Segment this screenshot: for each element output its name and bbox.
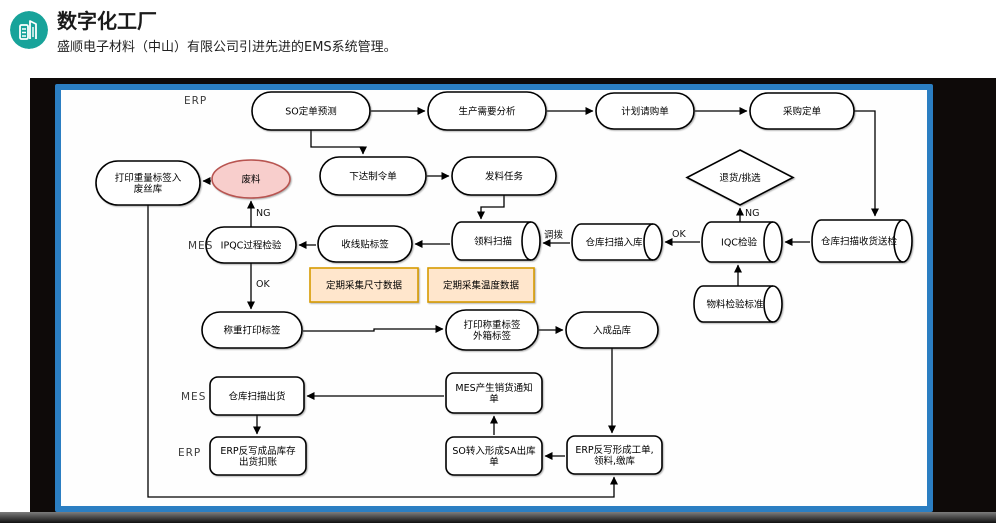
edge-label-inbound-to-req-scan: 调拨	[544, 229, 564, 241]
node-label-warehouse-scan-inbound: 仓库扫描入库	[585, 237, 643, 249]
node-label-material-inspection-standard: 物料检验标准	[706, 299, 764, 311]
node-label-material-requisition-scan: 领料扫描	[474, 236, 513, 248]
bottom-shadow-strip	[0, 512, 996, 523]
edge-po-to-receive-inspect	[854, 110, 879, 217]
node-label-material-issue-task: 发料任务	[485, 171, 524, 183]
lane-mes-bottom: MES	[181, 391, 206, 403]
node-label-erp-writeback-fg-inventory: ERP反写成品库存出货扣账	[220, 445, 296, 468]
page-header: 数字化工厂 盛顺电子材料（中山）有限公司引进先进的EMS系统管理。	[10, 8, 397, 55]
node-production-demand-analysis: 生产需要分析	[427, 91, 547, 131]
header-text: 数字化工厂 盛顺电子材料（中山）有限公司引进先进的EMS系统管理。	[57, 8, 397, 55]
node-warehouse-scan-inbound: 仓库扫描入库	[571, 223, 663, 261]
node-mes-sales-delivery-notice: MES产生销货通知单	[445, 372, 543, 414]
node-label-weigh-print-label: 称重打印标签	[223, 325, 281, 337]
node-planned-purchase-requisition: 计划请购单	[595, 92, 695, 130]
node-collect-dimension-data-note: 定期采集尺寸数据	[309, 267, 419, 303]
node-label-collect-temperature-data-note: 定期采集温度数据	[443, 280, 520, 292]
node-label-waste-material: 废料	[241, 174, 261, 186]
edge-label-ipqc-to-weigh-ok: OK	[256, 279, 270, 290]
node-so-order-forecast: SO定单预测	[251, 91, 371, 131]
node-label-warehouse-scan-outbound: 仓库扫描出货	[228, 391, 285, 403]
node-wire-collect-labeling: 收线贴标签	[317, 225, 413, 263]
node-purchase-order: 采购定单	[749, 92, 855, 130]
node-label-erp-writeback-work-order: ERP反写形成工单,领料,缴库	[575, 444, 653, 467]
node-material-requisition-scan: 领料扫描	[451, 221, 541, 261]
node-label-production-demand-analysis: 生产需要分析	[458, 106, 516, 118]
node-label-iqc-inspection: IQC检验	[721, 237, 757, 249]
node-material-issue-task: 发料任务	[451, 156, 557, 196]
node-collect-temperature-data-note: 定期采集温度数据	[427, 267, 535, 303]
page-title: 数字化工厂	[57, 9, 157, 33]
node-iqc-inspection: IQC检验	[701, 221, 783, 263]
node-label-wire-collect-labeling: 收线贴标签	[341, 239, 389, 251]
node-label-collect-dimension-data-note: 定期采集尺寸数据	[326, 280, 403, 292]
node-weigh-print-label: 称重打印标签	[201, 311, 303, 349]
node-warehouse-scan-outbound: 仓库扫描出货	[209, 376, 305, 416]
node-print-weight-label-waste-warehouse: 打印重量标签入废丝库	[95, 160, 201, 206]
node-warehouse-scan-receive-inspect: 仓库扫描收货送检	[811, 219, 913, 263]
edge-weigh-to-carton-label	[303, 325, 444, 333]
node-label-return-or-sorting-decision: 退货/挑选	[719, 172, 761, 184]
node-erp-writeback-work-order: ERP反写形成工单,领料,缴库	[566, 435, 663, 475]
node-ipqc-process-inspection: IPQC过程检验	[205, 226, 297, 264]
node-label-print-weight-label-waste-warehouse: 打印重量标签入废丝库	[115, 172, 182, 195]
node-label-so-to-sa-outbound-order: SO转入形成SA出库单	[452, 445, 536, 468]
node-issue-manufacture-order: 下达制令单	[319, 156, 427, 196]
edge-label-ipqc-to-waste-ng: NG	[256, 208, 270, 219]
page-subtitle: 盛顺电子材料（中山）有限公司引进先进的EMS系统管理。	[57, 40, 397, 55]
edge-issue-task-to-req-scan	[477, 195, 505, 220]
node-waste-material: 废料	[211, 159, 291, 199]
edge-so-forecast-to-mfg-order	[310, 130, 367, 155]
edge-label-iqc-to-inbound-ok: OK	[672, 229, 686, 240]
node-label-into-finished-goods-warehouse: 入成品库	[593, 325, 632, 337]
node-into-finished-goods-warehouse: 入成品库	[565, 311, 659, 349]
node-label-issue-manufacture-order: 下达制令单	[349, 171, 397, 183]
lane-mes-top: MES	[188, 240, 213, 252]
factory-buildings-icon	[10, 11, 48, 49]
node-label-mes-sales-delivery-notice: MES产生销货通知单	[455, 382, 532, 405]
node-label-warehouse-scan-receive-inspect: 仓库扫描收货送检	[821, 236, 898, 248]
node-label-purchase-order: 采购定单	[783, 106, 822, 118]
node-print-weigh-carton-label: 打印称重标签外箱标签	[445, 309, 539, 351]
lane-erp-bottom: ERP	[178, 447, 201, 459]
node-label-planned-purchase-requisition: 计划请购单	[621, 106, 669, 118]
node-erp-writeback-fg-inventory: ERP反写成品库存出货扣账	[209, 436, 307, 476]
node-material-inspection-standard: 物料检验标准	[693, 285, 783, 323]
node-so-to-sa-outbound-order: SO转入形成SA出库单	[445, 436, 543, 476]
node-label-so-order-forecast: SO定单预测	[285, 106, 337, 118]
node-return-or-sorting-decision: 退货/挑选	[685, 149, 795, 206]
edge-waste-warehouse-to-workorder	[147, 205, 618, 498]
edge-label-iqc-to-decision-ng: NG	[745, 208, 759, 219]
node-label-ipqc-process-inspection: IPQC过程检验	[221, 240, 282, 252]
lane-erp-top: ERP	[184, 95, 207, 107]
node-label-print-weigh-carton-label: 打印称重标签外箱标签	[463, 319, 521, 342]
